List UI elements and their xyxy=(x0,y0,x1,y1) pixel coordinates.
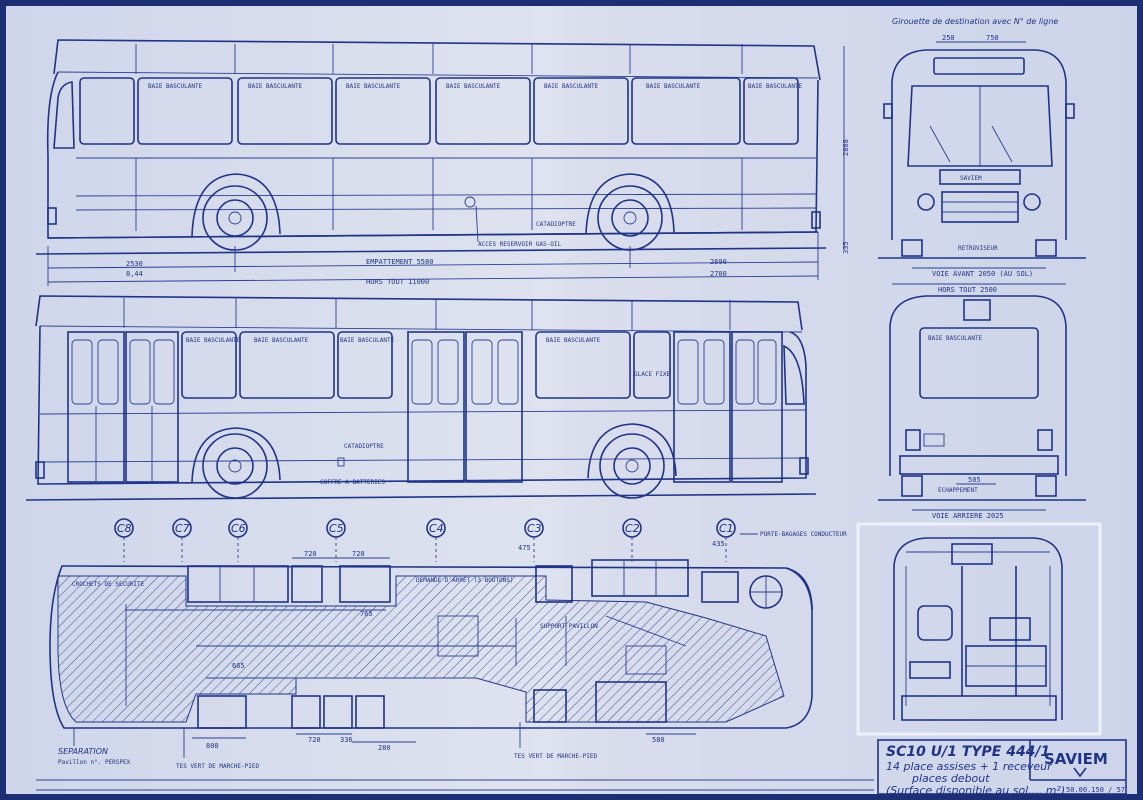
plan-dim: 280 xyxy=(378,744,391,752)
safety-hooks-label: CROCHETS DE SECURITE xyxy=(72,581,145,588)
section-marker-label: C2 xyxy=(625,522,640,535)
window-label: BAIE BASCULANTE xyxy=(546,337,601,344)
section-marker-label: C1 xyxy=(719,522,734,535)
section-marker-label: C3 xyxy=(527,522,542,535)
plan-dim: 580 xyxy=(652,736,665,744)
step-label-2: TES VERT DE MARCHE-PIED xyxy=(514,753,597,760)
reservoir-label: ACCES RESERVOIR GAS-OIL xyxy=(478,241,561,248)
drawing-reference: 50.00.150 / 57 xyxy=(1066,786,1125,794)
fixed-glass-label: GLACE FIXE xyxy=(634,371,671,378)
luggage-rack-label: PORTE-BAGAGES CONDUCTEUR xyxy=(760,531,847,538)
section-marker-label: C6 xyxy=(231,522,246,535)
window-label: BAIE BASCULANTE xyxy=(248,83,303,90)
section-marker-label: C5 xyxy=(329,522,344,535)
plan-dim: 665 xyxy=(232,662,245,670)
blueprint-sheet: BAIE BASCULANTE BAIE BASCULANTE BAIE BAS… xyxy=(6,6,1137,794)
stop-request-label: DEMANDE D'ARRET (3 BOUTONS) xyxy=(416,577,514,584)
plan-dim: 475 xyxy=(518,544,531,552)
front-grille-brand: SAVIEM xyxy=(960,175,982,182)
rear-dim-505: 505 xyxy=(968,476,981,484)
standing-capacity: places debout xyxy=(911,772,990,785)
plan-dim: 720 xyxy=(304,550,317,558)
catadioptre-label-2: CATADIOPTRE xyxy=(344,443,384,450)
front-overhang-sub: 8,44 xyxy=(126,270,143,278)
height-dimension: 2868 xyxy=(842,139,850,156)
section-marker-label: C4 xyxy=(429,522,444,535)
front-track-dimension: VOIE AVANT 2050 (AU SOL) xyxy=(932,270,1033,278)
separation-label: SEPARATION xyxy=(58,747,108,756)
plan-dim: 435 xyxy=(712,540,725,548)
catadioptre-label: CATADIOPTRE xyxy=(536,221,576,228)
plan-dim: 720 xyxy=(352,550,365,558)
rear-overhang-dimension-2: 2700 xyxy=(710,270,727,278)
front-dim-750: 750 xyxy=(986,34,999,42)
wheelbase-dimension: EMPATTEMENT 5580 xyxy=(366,258,433,266)
window-label: BAIE BASCULANTE xyxy=(148,83,203,90)
side-view-bottom: BAIE BASCULANTE BAIE BASCULANTE BAIE BAS… xyxy=(25,295,817,501)
separation-sub-label: Pavillon n°. PERSPEX xyxy=(58,759,131,766)
window-label: BAIE BASCULANTE xyxy=(340,337,395,344)
window-label: BAIE BASCULANTE xyxy=(544,83,599,90)
window-label: BAIE BASCULANTE xyxy=(748,83,803,90)
battery-box-label: COFFRE A BATTERIES xyxy=(320,479,385,486)
plan-dim: 800 xyxy=(206,742,219,750)
overall-length-dimension: HORS TOUT 11000 xyxy=(366,278,429,286)
section-marker-label: C7 xyxy=(175,522,190,535)
window-label: BAIE BASCULANTE xyxy=(446,83,501,90)
rear-view: BAIE BASCULANTE 505 ECHAPPEMENT VOIE ARR… xyxy=(878,295,1086,520)
plan-dim: 765 xyxy=(360,610,373,618)
interior-section-view xyxy=(856,522,1102,736)
section-marker-label: C8 xyxy=(117,522,132,535)
side-view-top: BAIE BASCULANTE BAIE BASCULANTE BAIE BAS… xyxy=(35,39,850,286)
plan-dim: 336 xyxy=(340,736,353,744)
seating-capacity: 14 place assises + 1 receveur xyxy=(886,760,1053,773)
front-view: Girouette de destination avec N° de lign… xyxy=(878,17,1086,294)
floor-surface: (Surface disponible au sol.... m²) xyxy=(886,784,1065,794)
plan-dim: 720 xyxy=(308,736,321,744)
rear-overhang-dimension: 2690 xyxy=(710,258,727,266)
overall-width-dimension: HORS TOUT 2500 xyxy=(938,286,997,294)
mirror-label: RETROVISEUR xyxy=(958,245,998,252)
window-label: BAIE BASCULANTE xyxy=(186,337,241,344)
support-label: SUPPORT PAVILLON xyxy=(540,623,598,630)
title-block: SC10 U/1 TYPE 444/1 14 place assises + 1… xyxy=(36,739,1127,794)
rear-window-label: BAIE BASCULANTE xyxy=(928,335,983,342)
front-dim-250: 250 xyxy=(942,34,955,42)
rear-track-dimension: VOIE ARRIERE 2025 xyxy=(932,512,1004,520)
window-label: BAIE BASCULANTE xyxy=(346,83,401,90)
blueprint-drawing: BAIE BASCULANTE BAIE BASCULANTE BAIE BAS… xyxy=(25,17,1127,794)
destination-sign-label: Girouette de destination avec N° de lign… xyxy=(892,17,1058,26)
front-overhang-dimension: 2530 xyxy=(126,260,143,268)
window-label: BAIE BASCULANTE xyxy=(646,83,701,90)
model-title: SC10 U/1 TYPE 444/1 xyxy=(886,744,1050,760)
plan-view: C8 C7 C6 C5 C4 C3 C2 C1 xyxy=(49,518,847,770)
brand-logo-text: SAVIEM xyxy=(1044,750,1108,768)
ground-clearance-dimension: 335 xyxy=(842,241,850,254)
step-label-1: TES VERT DE MARCHE-PIED xyxy=(176,763,259,770)
window-label: BAIE BASCULANTE xyxy=(254,337,309,344)
exhaust-label: ECHAPPEMENT xyxy=(938,487,978,494)
